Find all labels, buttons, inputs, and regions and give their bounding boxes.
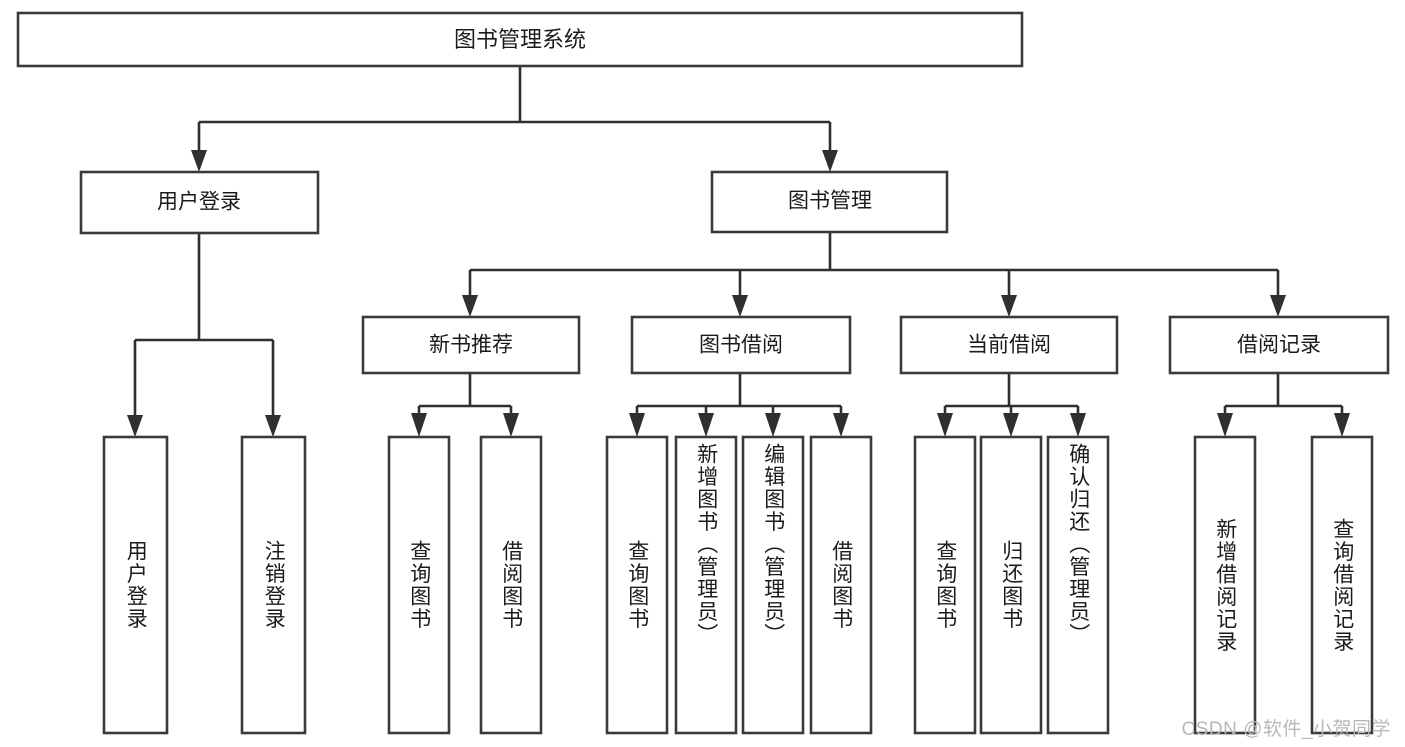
arrow-head-to-book-manage — [822, 150, 838, 172]
arrow-head-to-borrow-record — [1270, 295, 1286, 317]
connector-borrowrecord-to-leaves — [1217, 373, 1350, 437]
arrow-head-newbook-leaf-2 — [503, 413, 519, 437]
arrow-head-bookborrow-leaf-4 — [833, 413, 849, 437]
node-book-borrow-box[interactable] — [630, 315, 852, 375]
node-root[interactable]: 图书管理系统 — [16, 11, 1024, 68]
leaf-box-currentborrow-query[interactable] — [913, 435, 977, 735]
node-borrow-record-label: 借阅记录 — [1237, 334, 1321, 357]
node-root-label: 图书管理系统 — [454, 27, 586, 52]
connector-newbook-to-leaves — [411, 373, 519, 437]
node-current-borrow[interactable]: 当前借阅 — [899, 315, 1119, 375]
arrow-head-bookborrow-leaf-3 — [765, 413, 781, 437]
node-book-borrow[interactable]: 图书借阅 — [630, 315, 852, 375]
arrow-head-to-new-book — [462, 295, 478, 317]
arrow-head-newbook-leaf-1 — [411, 413, 427, 437]
arrow-head-to-user-login — [191, 150, 207, 172]
connector-bookborrow-to-leaves — [629, 373, 849, 437]
node-user-login-label: 用户登录 — [157, 191, 241, 214]
node-root-box[interactable] — [16, 11, 1024, 68]
leaf-box-newbook-query[interactable] — [387, 435, 451, 735]
leaf-box-currentborrow-confirm[interactable] — [1046, 435, 1110, 735]
leaf-box-currentborrow-return[interactable] — [979, 435, 1043, 735]
connector-userlogin-to-leaves — [127, 233, 281, 437]
leaf-box-bookborrow-add[interactable] — [674, 435, 738, 735]
csdn-watermark: CSDN @软件_小贺同学 — [1181, 719, 1391, 740]
leaf-box-record-add[interactable] — [1193, 435, 1257, 735]
arrow-head-borrowrecord-leaf-2 — [1334, 413, 1350, 437]
node-new-book-recommend-label: 新书推荐 — [429, 334, 513, 357]
node-book-manage-box[interactable] — [710, 170, 949, 234]
node-new-book-recommend[interactable]: 新书推荐 — [361, 315, 581, 375]
connector-currentborrow-to-leaves — [937, 373, 1086, 437]
node-current-borrow-box[interactable] — [899, 315, 1119, 375]
node-current-borrow-label: 当前借阅 — [967, 334, 1051, 357]
arrow-head-leaf-logout — [265, 415, 281, 437]
leaf-box-record-query[interactable] — [1310, 435, 1374, 735]
arrow-head-to-book-borrow — [732, 295, 748, 317]
arrow-head-borrowrecord-leaf-1 — [1217, 413, 1233, 437]
arrow-head-bookborrow-leaf-1 — [629, 413, 645, 437]
node-borrow-record-box[interactable] — [1168, 315, 1390, 375]
connector-bookmanage-to-level2 — [462, 232, 1286, 317]
arrow-head-bookborrow-leaf-2 — [698, 413, 714, 437]
arrow-head-to-current-borrow — [1001, 295, 1017, 317]
arrow-head-leaf-user-login — [127, 415, 143, 437]
leaf-boxes — [102, 435, 1374, 735]
node-user-login-box[interactable] — [79, 170, 320, 235]
arrow-head-currentborrow-leaf-3 — [1070, 413, 1086, 437]
leaf-box-newbook-borrow[interactable] — [479, 435, 543, 735]
node-book-manage-label: 图书管理 — [788, 190, 872, 213]
node-borrow-record[interactable]: 借阅记录 — [1168, 315, 1390, 375]
leaf-box-logout[interactable] — [240, 435, 307, 735]
leaf-box-bookborrow-lend[interactable] — [809, 435, 873, 735]
node-book-borrow-label: 图书借阅 — [699, 334, 783, 357]
arrow-head-currentborrow-leaf-1 — [937, 413, 953, 437]
leaf-box-bookborrow-query[interactable] — [605, 435, 669, 735]
connector-root-to-level1 — [191, 66, 838, 172]
node-book-manage[interactable]: 图书管理 — [710, 170, 949, 234]
arrow-head-currentborrow-leaf-2 — [1003, 413, 1019, 437]
leaf-box-user-login[interactable] — [102, 435, 169, 735]
node-user-login[interactable]: 用户登录 — [79, 170, 320, 235]
leaf-box-bookborrow-edit[interactable] — [741, 435, 805, 735]
node-new-book-recommend-box[interactable] — [361, 315, 581, 375]
